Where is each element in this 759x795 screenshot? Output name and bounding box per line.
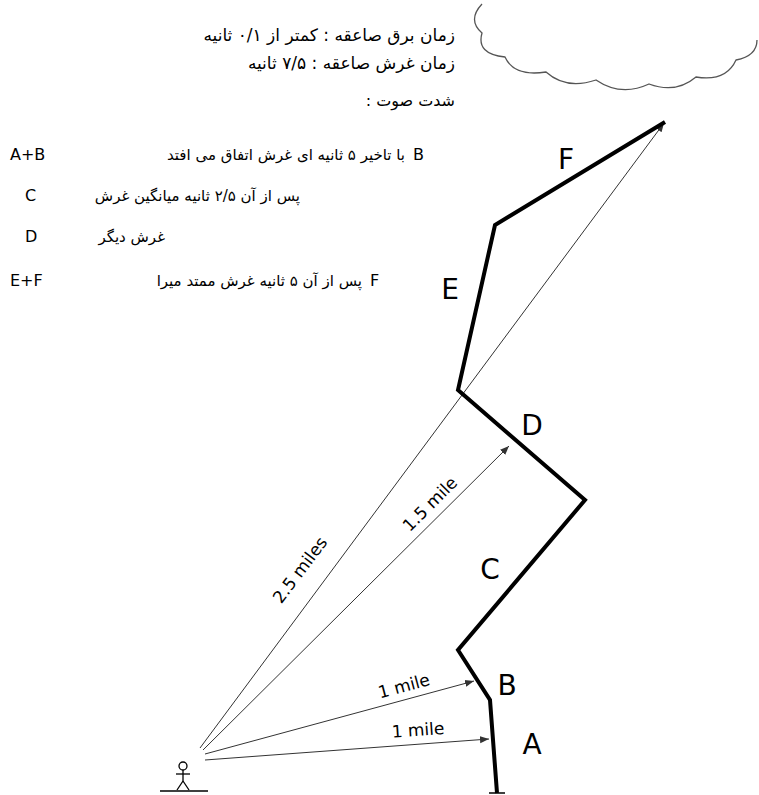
sound-note: پس از آن ۲/۵ ثانیه میانگین غرش xyxy=(95,187,300,205)
segment-key: C xyxy=(25,186,36,205)
lightning-bolt xyxy=(458,122,665,793)
segment-letter: D xyxy=(521,409,543,443)
segment-letter: F xyxy=(558,143,574,177)
segment-letter: A xyxy=(522,728,541,762)
distance-arrow xyxy=(205,681,474,754)
person-figure xyxy=(160,762,208,791)
legend-note: زمان غرش صاعقه : ۷/۵ ثانیه xyxy=(248,53,455,73)
distance-arrow xyxy=(203,446,509,750)
distance-label: 2.5 miles xyxy=(267,531,332,609)
sound-note: غرش دیگر xyxy=(98,228,165,246)
distance-label: 1.5 mile xyxy=(397,471,463,537)
segment-key: B xyxy=(413,145,424,164)
segment-key: F xyxy=(370,271,379,290)
legend-note: زمان برق صاعقه : کمتر از ۰/۱ ثانیه xyxy=(203,25,455,45)
distance-label: 1 mile xyxy=(374,669,434,703)
ground-mark xyxy=(489,792,505,794)
segment-letter: E xyxy=(441,273,459,307)
segment-key: D xyxy=(25,227,37,246)
distance-arrow xyxy=(200,123,664,748)
distance-label: 1 mile xyxy=(389,718,447,742)
sound-note: پس از آن ۵ ثانیه غرش ممتد میرا xyxy=(157,272,362,290)
cloud xyxy=(475,4,758,90)
segment-key: A+B xyxy=(10,145,45,164)
segment-letter: C xyxy=(480,553,500,587)
segment-key: E+F xyxy=(10,271,43,290)
legend-note: شدت صوت : xyxy=(366,91,455,110)
sound-note: با تاخیر ۵ ثانیه ای غرش اتفاق می افتد xyxy=(167,146,405,164)
segment-letter: B xyxy=(497,669,516,703)
